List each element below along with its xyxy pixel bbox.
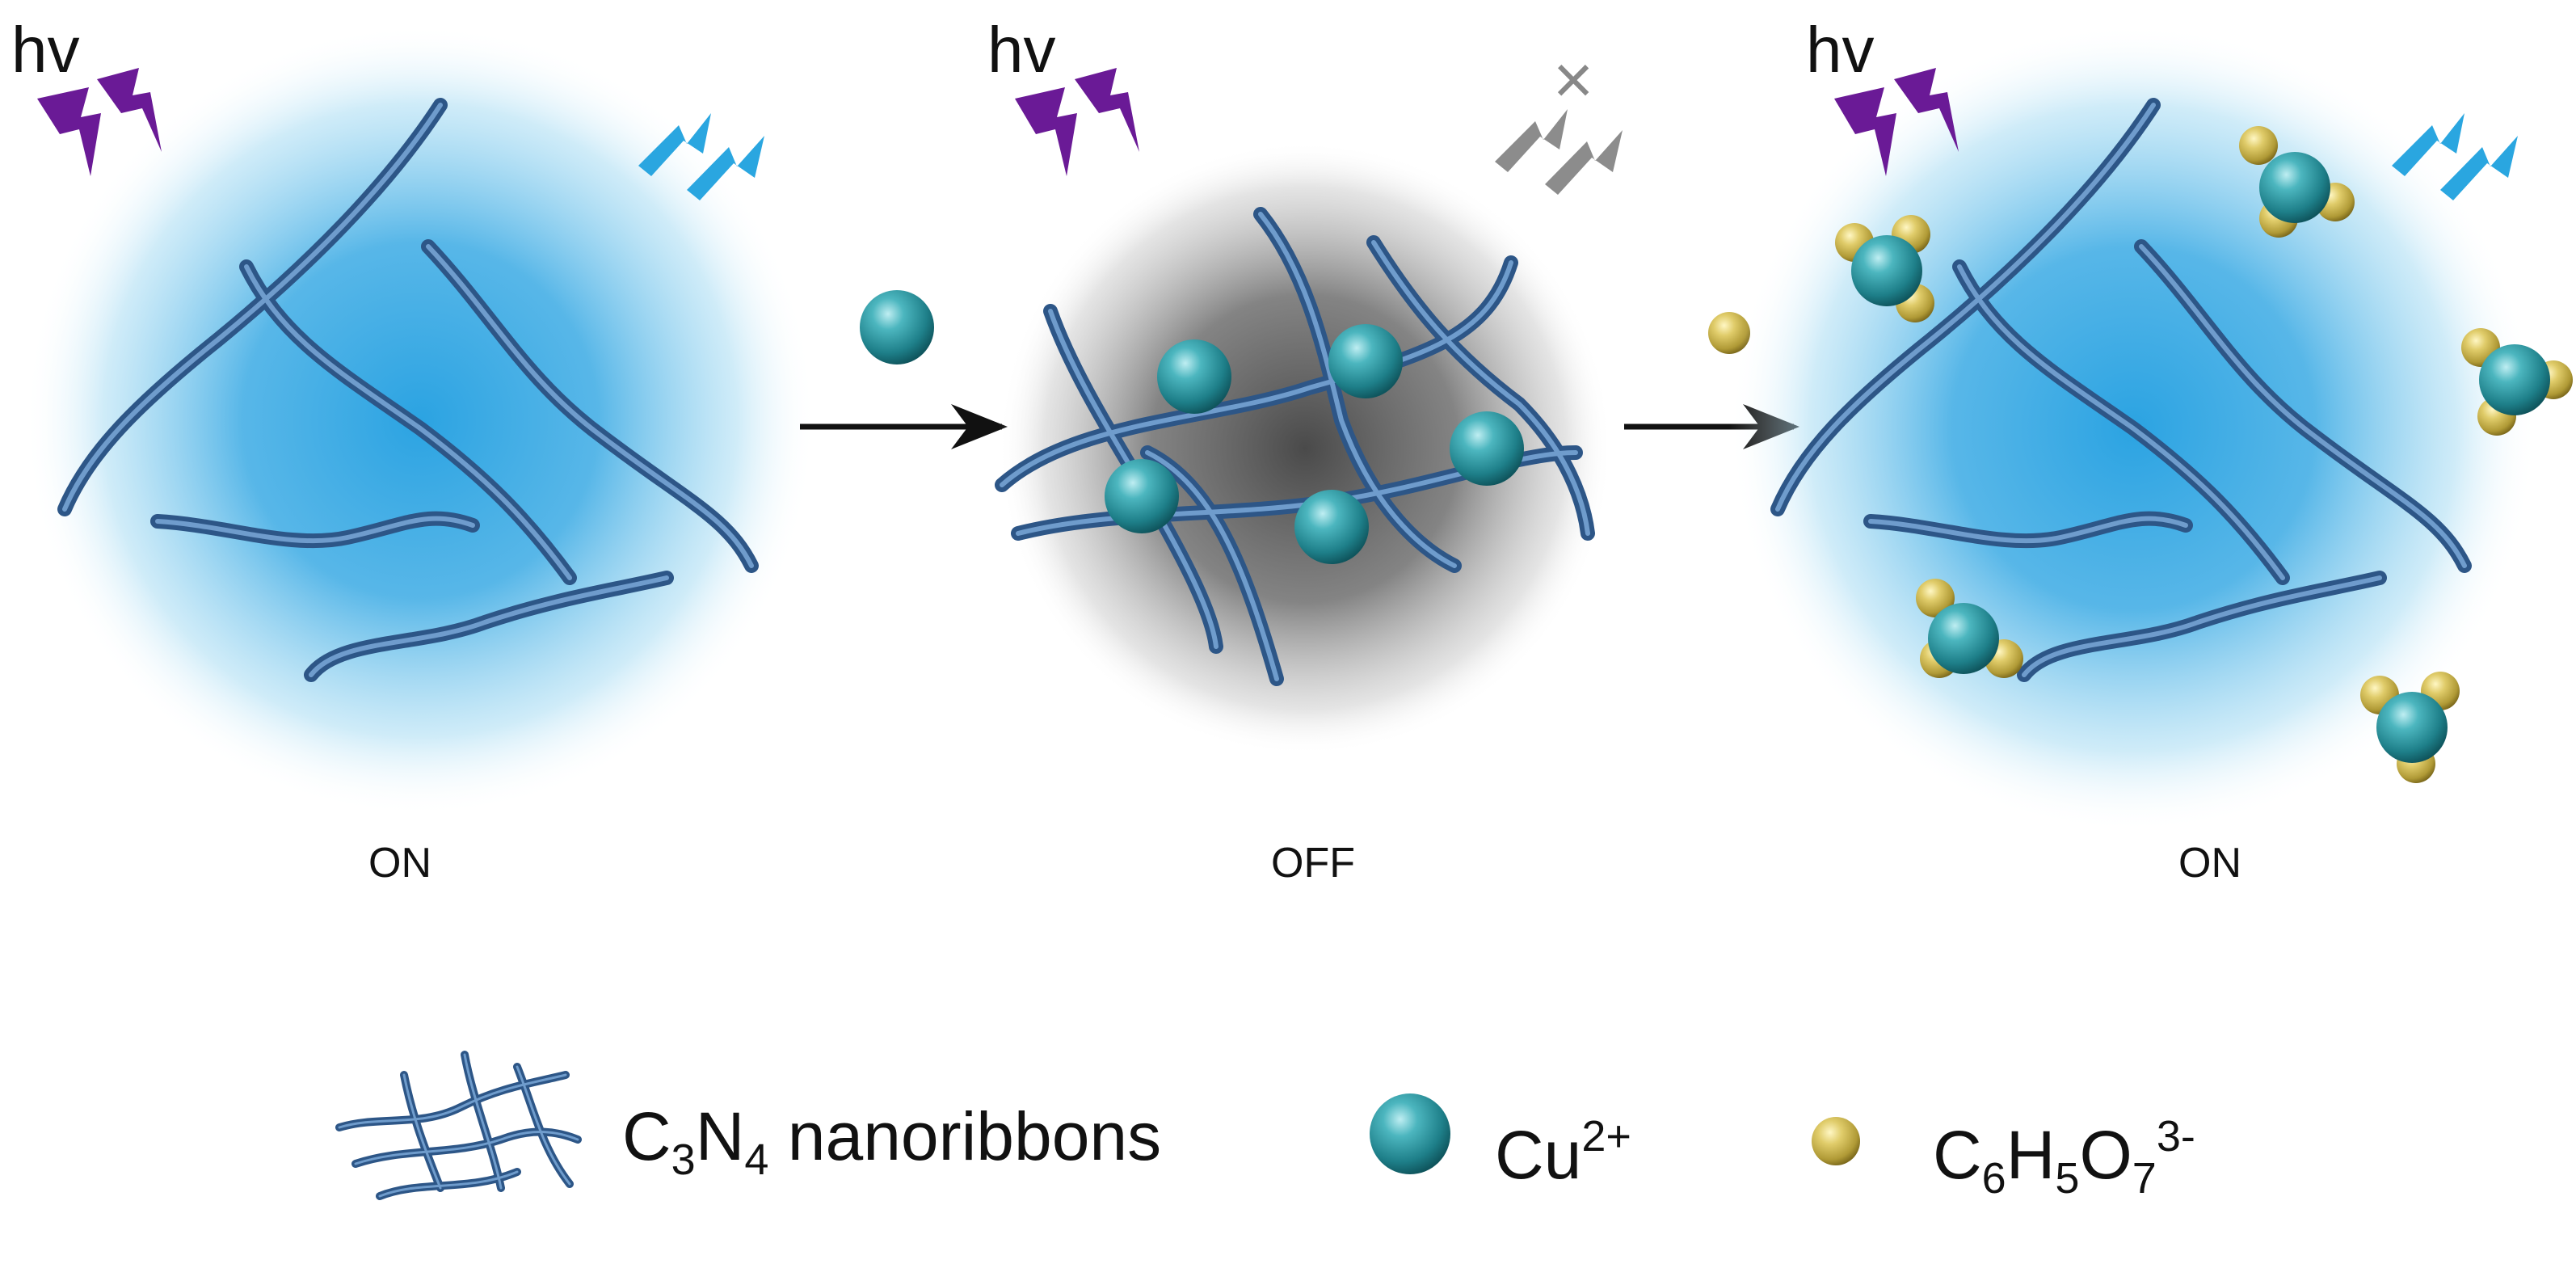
legend-nanoribbon-symbol — [335, 1051, 582, 1200]
nanoribbon-cluster — [57, 98, 759, 682]
copper-ion — [1157, 339, 1231, 414]
copper-ion — [1294, 490, 1369, 564]
cu-citrate-complex — [2360, 672, 2460, 783]
legend-citrate-label: C6H5O73- — [1933, 1112, 2195, 1203]
panel-off-center — [995, 68, 1623, 756]
cu-citrate-complex — [1916, 579, 2023, 678]
legend-copper-symbol — [1370, 1093, 1450, 1174]
panel3-state-label: ON — [2178, 840, 2241, 887]
quenched-emission-bolt-icon — [1495, 109, 1623, 195]
panel3-hv-label: hv — [1806, 14, 1875, 86]
copper-ion — [1328, 324, 1403, 398]
copper-ion-icon — [860, 290, 934, 364]
quenched-glow — [998, 141, 1612, 756]
excitation-bolt-icon — [1015, 68, 1139, 176]
cu-citrate-complex — [2239, 126, 2355, 238]
emission-bolt-icon — [638, 113, 764, 200]
emission-bolt-icon — [2392, 113, 2518, 200]
excitation-bolt-icon — [1834, 68, 1959, 176]
panel-on-left — [24, 24, 816, 816]
nanoribbon-cluster — [1770, 98, 2472, 682]
bound-copper-ions — [1105, 324, 1524, 564]
panel2-hv-label: hv — [987, 14, 1056, 86]
panel1-hv-label: hv — [11, 14, 80, 86]
blocked-emission-mark: × — [1553, 41, 1594, 119]
cu-citrate-complex — [1835, 215, 1934, 322]
copper-ion — [1450, 411, 1524, 486]
panel1-state-label: ON — [368, 840, 431, 887]
legend-nanoribbon-label: C3N4 nanoribbons — [622, 1098, 1162, 1184]
copper-ion — [1105, 459, 1179, 533]
panel-on-right — [1729, 24, 2573, 832]
legend-citrate-symbol — [1812, 1117, 1860, 1165]
excitation-bolt-icon — [37, 68, 162, 176]
legend-copper-label: Cu2+ — [1495, 1112, 1631, 1193]
arrow-add-cu — [800, 290, 1008, 449]
panel2-state-label: OFF — [1271, 840, 1355, 887]
cu-citrate-complex — [2461, 328, 2573, 436]
